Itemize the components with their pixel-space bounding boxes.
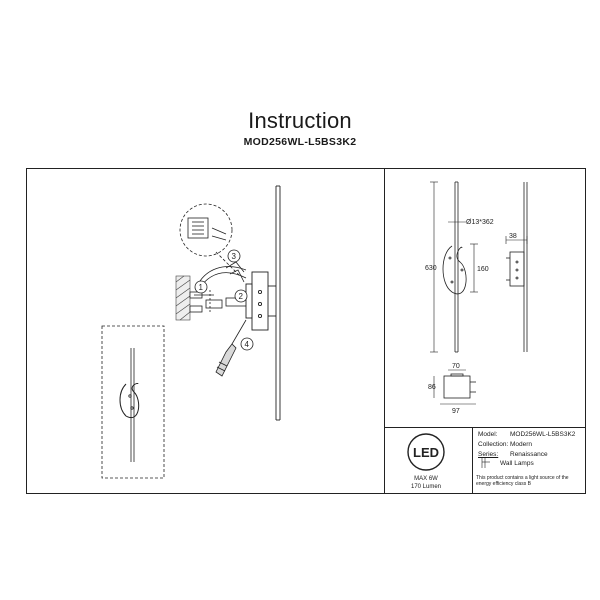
dim-base-height: 86 <box>428 384 436 391</box>
step-4-label: 4 <box>245 340 250 349</box>
base-view <box>443 373 476 399</box>
sheet-divider-horizontal <box>384 427 586 428</box>
info-collection-value: Modern <box>510 441 533 448</box>
step-markers <box>194 249 254 351</box>
screwdriver <box>215 319 247 377</box>
info-divider <box>472 427 473 494</box>
dim-base-width-top: 70 <box>452 363 460 370</box>
page-title: Instruction <box>248 108 352 133</box>
step-1-label: 1 <box>199 283 204 292</box>
wall-hatch <box>175 275 191 321</box>
dim-base-width-bottom: 97 <box>452 408 460 415</box>
lamp-bracket <box>245 271 276 331</box>
info-series-label: Series: <box>478 451 499 458</box>
dim-base-lines <box>433 369 476 405</box>
info-collection-label: Collection: <box>478 441 509 448</box>
front-view <box>442 181 467 353</box>
wall-lamp-icon <box>481 457 490 468</box>
led-lumen: 170 Lumen <box>410 484 442 490</box>
led-badge <box>407 433 445 471</box>
step-2-label: 2 <box>239 292 244 301</box>
led-power: MAX 6W <box>414 476 438 482</box>
dim-depth-line <box>505 236 528 244</box>
side-view <box>506 182 528 352</box>
info-model-label: Model: <box>478 431 498 438</box>
step-3-label: 3 <box>232 252 237 261</box>
info-type-value: Wall Lamps <box>500 460 534 467</box>
led-logo: LED <box>413 445 439 460</box>
info-series-value: Renaissance <box>510 451 548 458</box>
model-code: MOD256WL-L5BS3K2 <box>243 136 357 148</box>
dim-depth: 38 <box>509 233 517 240</box>
sheet-divider-vertical <box>384 168 385 494</box>
info-model-value: MOD256WL-L5BS3K2 <box>510 431 576 438</box>
drawing-sheet <box>26 168 586 494</box>
lamp-rod <box>275 185 281 421</box>
dim-height-line <box>430 181 438 353</box>
detail-magnifier <box>179 203 241 277</box>
dim-bracket-line <box>470 243 478 293</box>
dim-bracket-height: 160 <box>477 266 489 273</box>
dim-height: 630 <box>425 265 437 272</box>
preview-box <box>101 325 165 479</box>
dim-diameter: Ø13*362 <box>466 219 494 226</box>
energy-note: This product contains a light source of … <box>476 475 569 487</box>
